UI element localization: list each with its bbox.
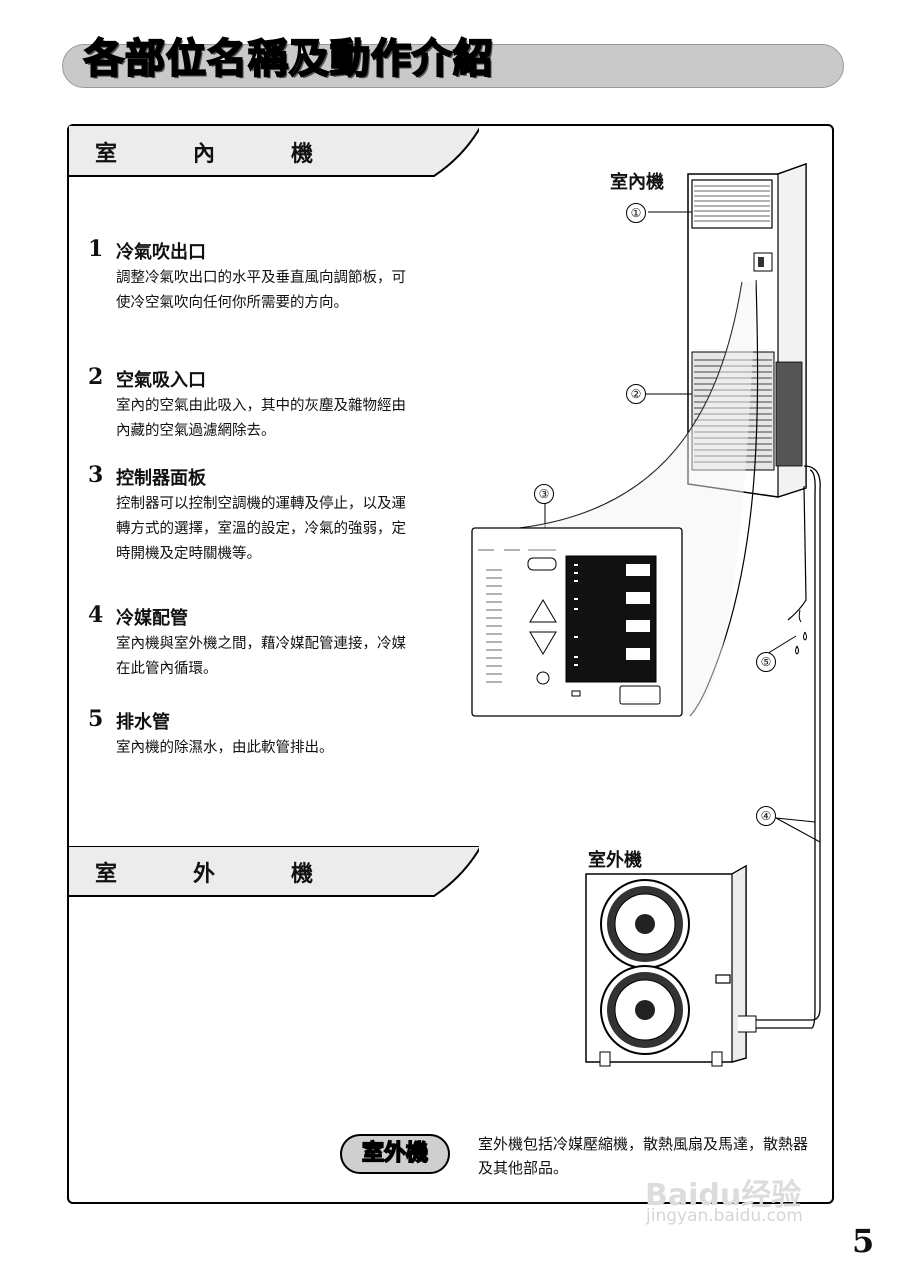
item-heading: 控制器面板 bbox=[116, 468, 206, 489]
indoor-header-shape bbox=[69, 126, 479, 177]
item-description: 室內的空氣由此吸入，其中的灰塵及雜物經由內藏的空氣過濾網除去。 bbox=[116, 398, 406, 439]
item-number: 4 bbox=[88, 602, 104, 628]
indoor-unit-caption: 室內機 bbox=[610, 172, 664, 193]
watermark-logo: Baidu经验 bbox=[645, 1178, 802, 1213]
item-heading: 空氣吸入口 bbox=[116, 370, 206, 391]
outdoor-header-shape bbox=[69, 846, 479, 897]
callout-4: ④ bbox=[756, 806, 776, 826]
item-heading: 冷媒配管 bbox=[116, 608, 188, 629]
item-heading: 排水管 bbox=[116, 712, 170, 733]
outdoor-unit-caption: 室外機 bbox=[588, 850, 642, 871]
indoor-section-header: 室 內 機 bbox=[69, 126, 479, 178]
indoor-label-char-2: 內 bbox=[193, 142, 218, 167]
outdoor-unit-illustration bbox=[585, 842, 821, 1067]
page-number: 5 bbox=[852, 1222, 875, 1260]
item-number: 5 bbox=[88, 706, 104, 732]
item-description: 控制器可以控制空調機的運轉及停止，以及運轉方式的選擇，室溫的設定，冷氣的強弱，定… bbox=[116, 496, 406, 562]
outdoor-section-header: 室 外 機 bbox=[69, 846, 479, 898]
indoor-label-char-1: 室 bbox=[95, 142, 120, 167]
content-frame bbox=[67, 124, 834, 1204]
outdoor-unit-badge: 室外機 bbox=[340, 1134, 450, 1174]
page-title: 各部位名稱及動作介紹 bbox=[83, 35, 494, 83]
item-description: 室內機與室外機之間，藉冷媒配管連接，冷媒在此管內循環。 bbox=[116, 636, 406, 677]
item-number: 3 bbox=[88, 462, 104, 488]
callout-2: ② bbox=[626, 384, 646, 404]
item-heading: 冷氣吹出口 bbox=[116, 242, 206, 263]
item-number: 2 bbox=[88, 364, 104, 390]
callout-1: ① bbox=[626, 203, 646, 223]
callout-3: ③ bbox=[534, 484, 554, 504]
item-description: 調整冷氣吹出口的水平及垂直風向調節板，可使冷空氣吹向任何你所需要的方向。 bbox=[116, 270, 406, 311]
item-description: 室內機的除濕水，由此軟管排出。 bbox=[116, 740, 334, 756]
outdoor-label-char-1: 室 bbox=[95, 862, 120, 887]
controller-panel-illustration bbox=[471, 527, 683, 717]
title-bar bbox=[62, 44, 844, 88]
watermark-url: jingyan.baidu.com bbox=[646, 1206, 803, 1226]
callout-5: ⑤ bbox=[756, 652, 776, 672]
indoor-label-char-3: 機 bbox=[291, 142, 316, 167]
outdoor-unit-description: 室外機包括冷媒壓縮機，散熱風扇及馬達，散熱器及其他部品。 bbox=[478, 1135, 809, 1177]
item-number: 1 bbox=[88, 236, 104, 262]
outdoor-label-char-2: 外 bbox=[193, 862, 218, 887]
outdoor-label-char-3: 機 bbox=[291, 862, 316, 887]
